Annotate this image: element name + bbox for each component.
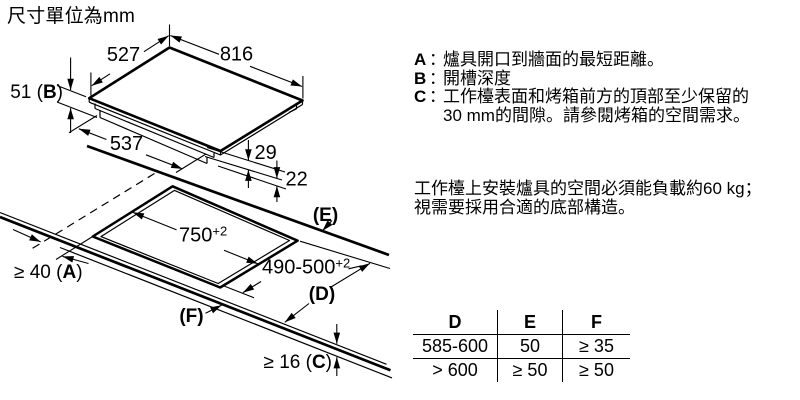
dim-40a-label: ≥ 40 (A) <box>14 262 83 283</box>
dim-16c-label: ≥ 16 (C) <box>263 352 332 373</box>
label-f: (F) <box>179 306 203 327</box>
dim-29-label: 29 <box>255 142 277 164</box>
cutout-outer <box>91 185 299 289</box>
worktop-front-bottom <box>59 246 393 379</box>
col-d-header: D <box>413 310 498 335</box>
ref-labels <box>205 220 371 376</box>
dim-22-label: 22 <box>286 169 308 191</box>
dim-816 <box>170 34 304 99</box>
col-f-header: F <box>562 310 630 335</box>
clearance-table: D E F 585-600 50 ≥ 35 > 600 ≥ 50 ≥ 50 <box>413 310 630 382</box>
note-b: B：開槽深度 <box>414 68 511 88</box>
table-row: 585-600 50 ≥ 35 <box>413 334 630 359</box>
dim-40a <box>12 228 89 265</box>
worktop-front-top <box>0 211 387 365</box>
worktop-drawing <box>0 144 393 379</box>
table-row: > 600 ≥ 50 ≥ 50 <box>413 358 630 382</box>
chassis-flange <box>94 103 298 159</box>
table-header-row: D E F <box>413 310 630 335</box>
dim-527 <box>90 24 171 96</box>
wall-dashed-line <box>28 172 155 252</box>
note-a: A：爐具開口到牆面的最短距離。 <box>414 50 664 69</box>
chassis-tub <box>99 110 208 165</box>
dim-29-22 <box>204 140 287 202</box>
dim-490-500-label: 490-500+2 <box>262 256 350 279</box>
dim-527-label: 527 <box>107 44 140 66</box>
dim-750 <box>132 211 259 265</box>
units-note: 尺寸單位為mm <box>7 6 136 27</box>
worktop-back-edge <box>86 144 390 257</box>
worktop-front-edge <box>0 215 391 372</box>
cooktop-drawing <box>87 46 304 165</box>
cutout-inner <box>100 189 291 285</box>
legend-notes: A：爐具開口到牆面的最短距離。 B：開槽深度 C：工作檯表面和烤箱前方的頂部至少… <box>414 50 798 125</box>
label-e: (E) <box>313 205 338 226</box>
load-capacity-note: 工作檯上安裝爐具的空間必須能負載約60 kg； 視需要採用合適的底部構造。 <box>414 179 762 217</box>
label-d: (D) <box>309 284 335 305</box>
dim-750-label: 750+2 <box>179 224 227 247</box>
col-e-header: E <box>497 310 563 335</box>
dim-537-label: 537 <box>110 133 143 155</box>
dim-51b <box>56 57 98 133</box>
dim-537 <box>68 115 207 173</box>
dim-51b-label: 51 (B) <box>10 82 63 103</box>
dim-816-label: 816 <box>220 44 253 66</box>
